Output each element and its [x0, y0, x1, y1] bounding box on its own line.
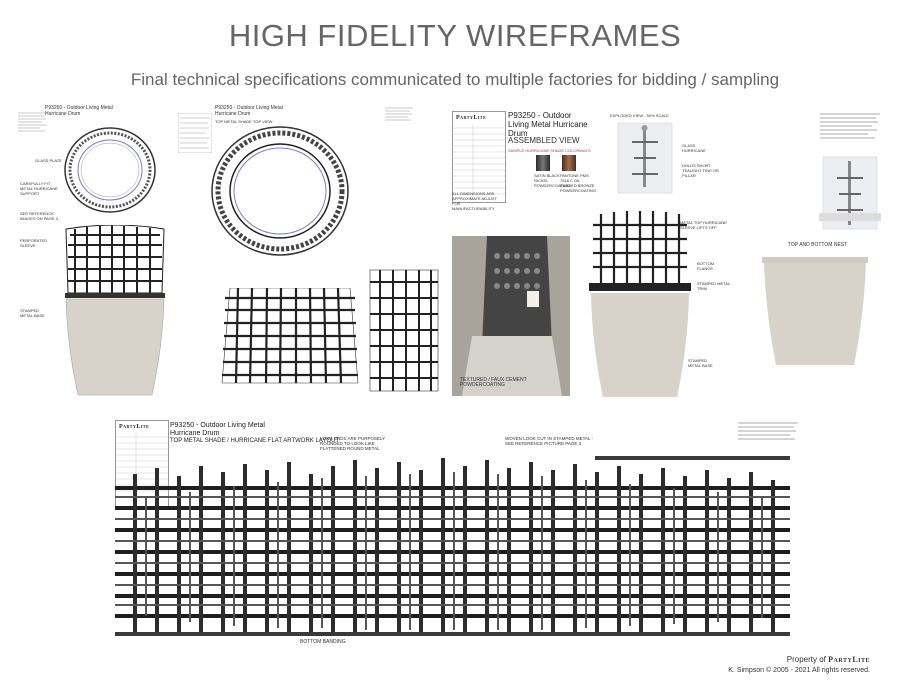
- sheet1-label-glass: GLASS PLATE: [35, 158, 62, 163]
- sheet3-header: P93250 - Outdoor Living Metal Hurricane …: [508, 111, 588, 138]
- tealight-label: HOLDS SHORT TEALIGHT TINS OR PILLAR: [682, 163, 719, 178]
- sheet2-side-panel: [368, 268, 440, 393]
- sheet3-view-title: ASSEMBLED VIEW: [508, 136, 580, 145]
- footer-property-prefix: Property of: [786, 655, 826, 664]
- sheet1-top-view: [60, 125, 160, 215]
- sheet2-top-view: [205, 121, 355, 261]
- stamped-rim-label: STAMPED METAL TRIM: [697, 281, 731, 291]
- texture-label: TEXTURED / FAUX CEMENT POWDERCOATING: [460, 377, 527, 388]
- swatch-black-nickel: [536, 155, 550, 171]
- sheet2-front-panel: [220, 288, 360, 388]
- sheet3-sample-note: SAMPLE HURRICANE SHADE COLORWAYS: [508, 148, 591, 153]
- swatch-bronze: [562, 155, 576, 171]
- sheet3-drum-render: [585, 211, 695, 401]
- page-subtitle: Final technical specifications communica…: [130, 70, 780, 89]
- sheet1-label-sleeve: PERFORATED SLEEVE: [20, 238, 48, 248]
- footer-property: Property of PartyLite: [787, 655, 870, 664]
- sheet1-label-support: CAREFULLY FIT METAL HURRICANE SUPPORT: [20, 181, 58, 196]
- sheet2-note-block: [385, 105, 413, 125]
- sheet3-brand: PartyLite: [456, 115, 487, 121]
- spec-sheet-3: PartyLite P93250 - Outdoor Living Metal …: [450, 103, 900, 400]
- spec-sheet-2: P93250 - Outdoor Living Metal Hurricane …: [175, 103, 445, 400]
- textured-photo: [452, 236, 570, 396]
- sheet3-swatch1-label: SATIN BLACK NICKEL POWDERCOATING: [534, 173, 570, 188]
- sheet2-spec-block: [178, 113, 212, 153]
- metal-top-label: METAL TOP HURRICANE SLEEVE LIFTS OFF: [680, 220, 727, 230]
- bottom-banding-label: BOTTOM BANDING: [300, 639, 346, 645]
- sheet1-label-base: STAMPED METAL BASE: [20, 308, 45, 318]
- sheet4-note-left: LONG ENDS ARE PURPOSELY ROUNDED TO LOOK …: [320, 436, 386, 451]
- glass-hurricane-render: [610, 121, 680, 196]
- sheet4-corner-note: [738, 420, 798, 444]
- sheet2-header: P93250 - Outdoor Living Metal Hurricane …: [215, 105, 283, 117]
- sheet3-note: ALL DIMENSIONS ARE APPROXIMATE ADJUST FO…: [452, 191, 497, 211]
- stamped-base-label: STAMPED METAL BASE: [688, 358, 713, 368]
- sheet3-right-note: [820, 111, 880, 141]
- exploded-title: EXPLODED VIEW - 50% SCALE: [610, 113, 669, 118]
- sheet4-note-right: WOVEN LOOK CUT IN STAMPED METAL - SEE RE…: [505, 436, 594, 446]
- spec-sheet-1: P93250 - Outdoor Living Metal Hurricane …: [15, 103, 180, 400]
- nest-label: TOP AND BOTTOM NEST: [788, 242, 848, 248]
- footer-brand: PartyLite: [828, 655, 870, 664]
- sheet1-label-ref: SEE REFERENCE IMAGES ON PAGE 3: [20, 211, 58, 221]
- sheet4-brand: PartyLite: [119, 424, 150, 430]
- glass-label: GLASS HURRICANE: [682, 143, 706, 153]
- spec-sheet-4: PartyLite P93250 - Outdoor Living Metal …: [110, 418, 800, 648]
- sheet3-swatch2-label: PANTONE PMS 7518 C OIL RUBBED BRONZE POW…: [560, 173, 596, 193]
- sheet3-spec-table: PartyLite: [452, 111, 506, 203]
- sheet1-spec-block: [18, 111, 50, 133]
- sheet2-caption: TOP METAL SHADE TOP VIEW: [215, 119, 273, 124]
- page-title: HIGH FIDELITY WIREFRAMES: [228, 18, 682, 53]
- sheet4-spec-table: PartyLite: [115, 420, 169, 510]
- footer-copyright: K. Simpson © 2005 - 2021 All rights rese…: [728, 667, 870, 674]
- bottom-flange-label: BOTTOM FLANGE: [697, 261, 715, 271]
- flat-artwork-layout: [115, 456, 795, 636]
- sheet1-drum-side: [60, 225, 170, 400]
- nest-render: [815, 153, 885, 233]
- sheet4-artwork-title: TOP METAL SHADE / HURRICANE FLAT ARTWORK…: [170, 438, 340, 444]
- sheet3-base-render: [760, 255, 870, 367]
- sheet1-header: P93250 - Outdoor Living Metal Hurricane …: [45, 105, 113, 117]
- sheet4-header: P93250 - Outdoor Living Metal Hurricane …: [170, 422, 265, 437]
